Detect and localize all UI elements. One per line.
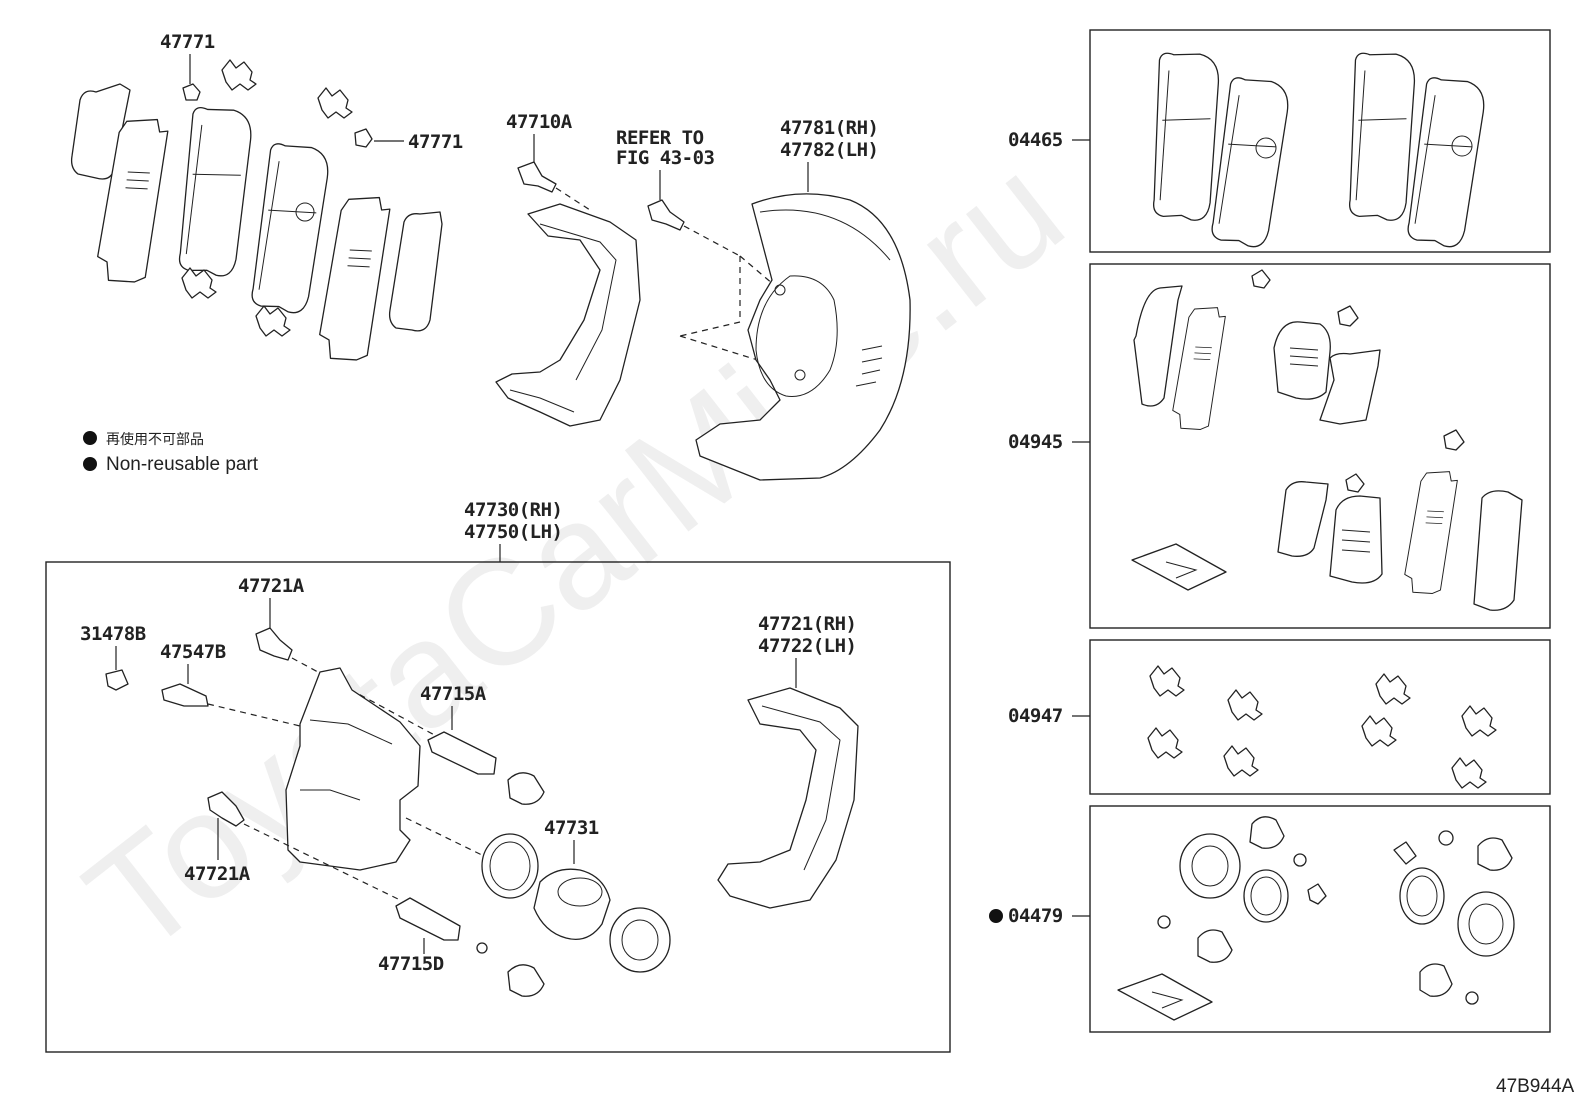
label-47721: 47721(RH) (758, 613, 856, 635)
pad-kit-parts (1150, 51, 1488, 250)
label-47781: 47781(RH) (780, 117, 878, 139)
seal-kit-box (1089, 805, 1551, 1033)
boot-icon (507, 772, 545, 805)
seal-kit-parts (1117, 816, 1515, 1021)
figure-code: 47B944A (1496, 1076, 1575, 1097)
anti-squeal-shim-outer-icon (388, 211, 443, 332)
brake-pad-inner-icon (175, 105, 255, 279)
bolt-icon (517, 161, 557, 193)
disc-brake-dust-cover-group: 47781(RH) 47782(LH) (695, 117, 911, 481)
label-47721A-bottom: 47721A (184, 863, 251, 885)
shim-kit-box (1089, 263, 1551, 629)
label-04947: 04947 (1008, 705, 1063, 727)
label-47730: 47730(RH) (464, 499, 562, 521)
pad-support-clip-icon (182, 83, 201, 101)
non-reusable-bullet-icon (83, 457, 97, 471)
label-47771-right: 47771 (408, 131, 463, 153)
brake-pad-group-topleft: 47771 47771 (70, 31, 463, 365)
label-04479: 04479 (1008, 905, 1063, 927)
cylinder-boot-icon (609, 907, 671, 973)
ring-icon (476, 942, 488, 954)
caliper-body-icon (285, 667, 421, 871)
bolt-icon (647, 199, 685, 231)
label-47731: 47731 (544, 817, 599, 839)
clip-kit-box (1089, 639, 1551, 795)
non-reusable-bullet-icon (989, 909, 1003, 923)
shim-kit-parts (1131, 269, 1523, 611)
pad-kit-box (1089, 29, 1551, 253)
label-47782: 47782(LH) (780, 139, 878, 161)
torque-plate-icon (495, 203, 641, 427)
label-47547B: 47547B (160, 641, 226, 663)
piston-icon (533, 868, 611, 941)
label-refer-to-2: FIG 43-03 (616, 147, 715, 169)
label-47722: 47722(LH) (758, 635, 856, 657)
legend-en: Non-reusable part (106, 454, 259, 475)
boot-icon (507, 964, 545, 997)
slide-pin-icon (427, 731, 497, 775)
label-47750: 47750(LH) (464, 521, 562, 543)
grease-packet-icon (1131, 543, 1227, 591)
label-47715D: 47715D (378, 953, 444, 975)
label-04465: 04465 (1008, 129, 1063, 151)
bolt-icon (207, 791, 245, 827)
legend-jp: 再使用不可部品 (106, 431, 204, 447)
piston-seal-icon (481, 833, 539, 899)
bolt-icon (255, 627, 293, 661)
caliper-mounting-bracket-icon (717, 687, 859, 909)
non-reusable-bullet-icon (83, 431, 97, 445)
label-47710A: 47710A (506, 111, 573, 133)
bleeder-plug-icon (161, 683, 209, 707)
label-47721A-top: 47721A (238, 575, 305, 597)
label-47715A: 47715A (420, 683, 487, 705)
caliper-assembly-box (45, 561, 951, 1053)
bleeder-cap-icon (105, 669, 129, 691)
label-47771-top: 47771 (160, 31, 215, 53)
label-31478B: 31478B (80, 623, 146, 645)
dust-cover-icon (695, 193, 911, 481)
label-refer-to-1: REFER TO (616, 127, 704, 149)
label-04945: 04945 (1008, 431, 1063, 453)
caliper-mounting-group: 47710A REFER TO FIG 43-03 (495, 111, 791, 427)
clip-kit-parts (1147, 665, 1497, 789)
caliper-assembly-parts: 47721A 31478B 47547B 47715A 47721A 47731 (80, 575, 859, 997)
pad-wear-indicator-icon (354, 128, 373, 148)
slide-pin-icon (395, 897, 461, 941)
brake-pad-outer-icon (247, 141, 332, 316)
